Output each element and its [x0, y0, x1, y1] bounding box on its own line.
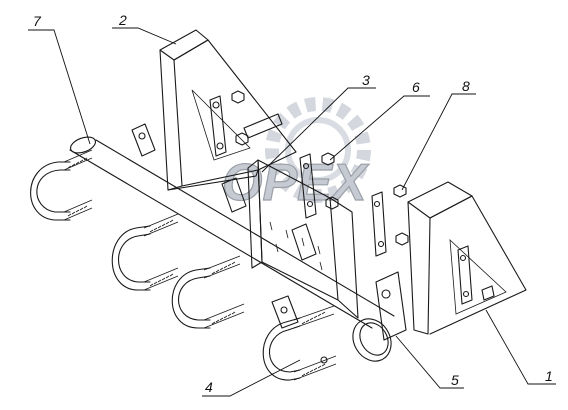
watermark-text: OPEX — [222, 154, 370, 212]
plate-6 — [321, 152, 387, 257]
callout-label-5: 5 — [451, 372, 459, 388]
watermark-logo: OPEX — [221, 97, 371, 213]
callout-3: 3 — [261, 72, 376, 173]
callout-label-1: 1 — [545, 368, 553, 384]
callout-label-3: 3 — [362, 72, 370, 88]
bolts-8 — [393, 184, 409, 246]
bracket-1 — [407, 181, 527, 335]
callout-7: 7 — [28, 13, 91, 145]
callout-2: 2 — [112, 12, 177, 45]
callout-5: 5 — [395, 335, 464, 389]
callout-label-4: 4 — [205, 379, 213, 395]
bracket-2 — [159, 29, 297, 191]
plate-3 — [247, 153, 359, 319]
u-bolts — [30, 149, 337, 381]
callout-1: 1 — [485, 309, 556, 385]
watermark-gear-icon — [265, 97, 371, 203]
callout-8: 8 — [401, 78, 476, 191]
callout-4: 4 — [202, 359, 301, 397]
saddle-5 — [375, 271, 407, 341]
callout-label-2: 2 — [118, 12, 127, 28]
pipe — [69, 136, 395, 362]
callout-label-7: 7 — [33, 13, 42, 29]
callout-6: 6 — [329, 79, 430, 161]
callout-label-6: 6 — [412, 79, 420, 95]
callout-label-8: 8 — [462, 78, 470, 94]
